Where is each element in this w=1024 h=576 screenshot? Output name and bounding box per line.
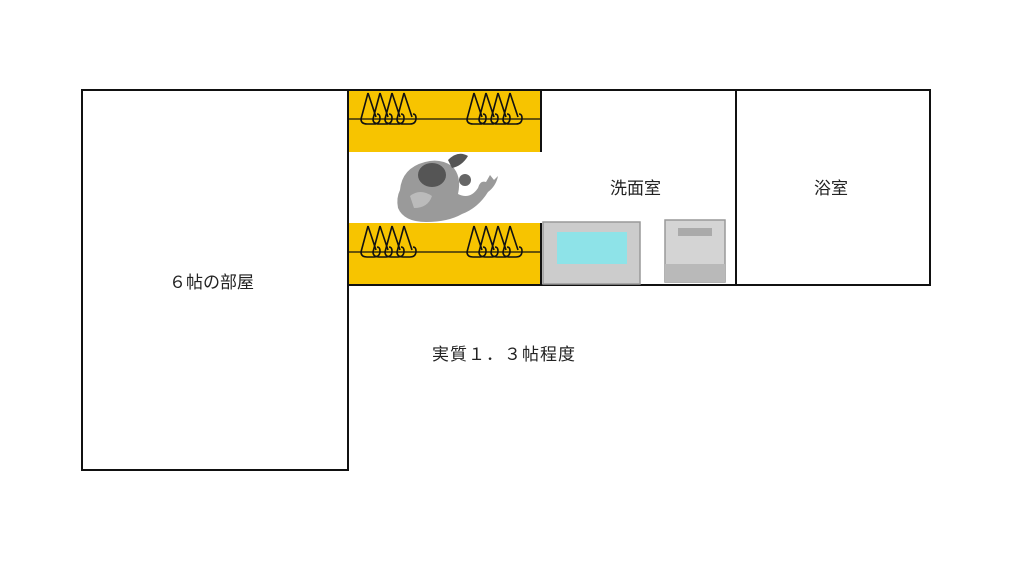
room-label-bathroom: 浴室 [814, 179, 848, 199]
bathroom [735, 89, 931, 286]
room-label-6jo: ６帖の部屋 [169, 273, 254, 293]
closet-top [347, 89, 542, 152]
room-6jo-outline [81, 89, 349, 471]
closet-bottom [347, 223, 542, 286]
sink-icon [542, 221, 641, 285]
person-icon [397, 153, 498, 222]
washing-machine-icon [664, 219, 726, 283]
area-note: 実質１．３帖程度 [432, 345, 576, 365]
room-label-washroom: 洗面室 [610, 179, 661, 199]
